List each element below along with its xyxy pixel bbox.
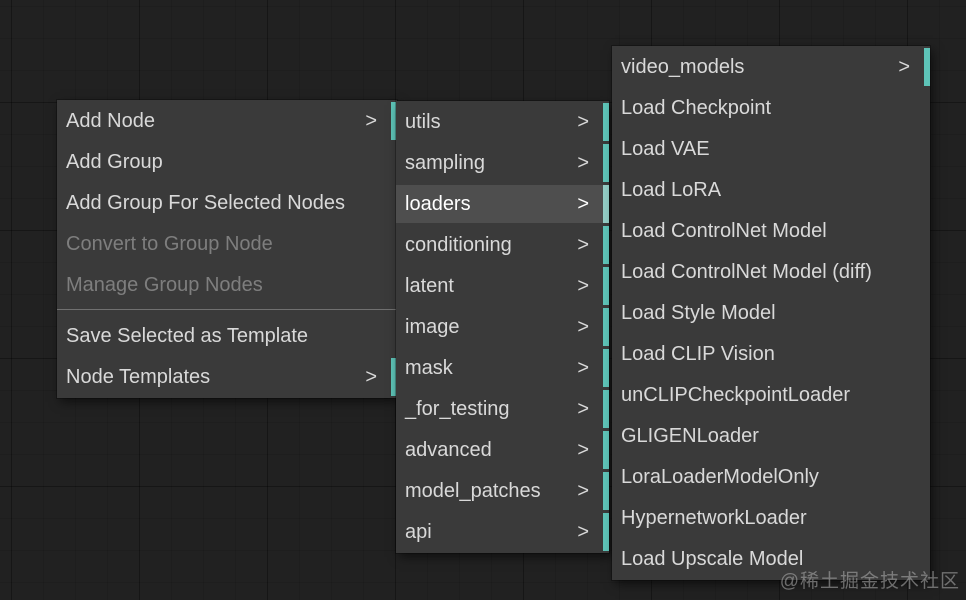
submenu-indicator-bar [603, 472, 609, 510]
menu-item-label: Manage Group Nodes [66, 273, 263, 296]
menu-item-label: Load ControlNet Model (diff) [621, 260, 872, 283]
menu-item-mask[interactable]: mask > [396, 349, 609, 387]
context-menu-loaders: video_models > Load Checkpoint Load VAE … [612, 46, 930, 580]
submenu-arrow-icon: > [577, 110, 589, 133]
menu-item-label: Load LoRA [621, 178, 722, 201]
menu-item-label: utils [405, 110, 441, 133]
menu-item-label: Add Node [66, 109, 155, 132]
menu-item-label: model_patches [405, 479, 541, 502]
submenu-arrow-icon: > [577, 274, 589, 297]
menu-item-label: Load Upscale Model [621, 547, 804, 570]
menu-item-for-testing[interactable]: _for_testing > [396, 390, 609, 428]
submenu-indicator-bar [603, 185, 609, 223]
menu-item-load-lora[interactable]: Load LoRA [612, 171, 930, 209]
menu-item-load-style-model[interactable]: Load Style Model [612, 294, 930, 332]
submenu-arrow-icon: > [577, 356, 589, 379]
menu-item-label: image [405, 315, 460, 338]
menu-item-load-vae[interactable]: Load VAE [612, 130, 930, 168]
menu-item-latent[interactable]: latent > [396, 267, 609, 305]
menu-item-label: Load VAE [621, 137, 710, 160]
menu-item-node-templates[interactable]: Node Templates > [57, 358, 397, 396]
menu-item-load-clip-vision[interactable]: Load CLIP Vision [612, 335, 930, 373]
submenu-arrow-icon: > [577, 520, 589, 543]
menu-item-label: GLIGENLoader [621, 424, 759, 447]
menu-item-label: latent [405, 274, 454, 297]
menu-item-model-patches[interactable]: model_patches > [396, 472, 609, 510]
submenu-arrow-icon: > [577, 397, 589, 420]
menu-item-save-selected-as-template[interactable]: Save Selected as Template [57, 317, 397, 355]
menu-item-label: mask [405, 356, 453, 379]
menu-item-conditioning[interactable]: conditioning > [396, 226, 609, 264]
submenu-indicator-bar [391, 102, 397, 140]
menu-item-load-controlnet-model-diff[interactable]: Load ControlNet Model (diff) [612, 253, 930, 291]
submenu-indicator-bar [603, 390, 609, 428]
menu-item-label: advanced [405, 438, 492, 461]
menu-item-load-checkpoint[interactable]: Load Checkpoint [612, 89, 930, 127]
menu-item-label: sampling [405, 151, 486, 174]
menu-item-label: conditioning [405, 233, 512, 256]
menu-item-add-node[interactable]: Add Node > [57, 102, 397, 140]
menu-item-add-group[interactable]: Add Group [57, 143, 397, 181]
submenu-arrow-icon: > [577, 438, 589, 461]
menu-item-label: LoraLoaderModelOnly [621, 465, 819, 488]
menu-item-image[interactable]: image > [396, 308, 609, 346]
menu-item-convert-to-group-node: Convert to Group Node [57, 225, 397, 263]
menu-item-loaders[interactable]: loaders > [396, 185, 609, 223]
context-menu-root: Add Node > Add Group Add Group For Selec… [57, 100, 397, 398]
menu-item-api[interactable]: api > [396, 513, 609, 551]
submenu-indicator-bar [603, 431, 609, 469]
submenu-arrow-icon: > [577, 315, 589, 338]
submenu-indicator-bar [603, 226, 609, 264]
menu-item-label: Save Selected as Template [66, 324, 309, 347]
menu-item-label: Load ControlNet Model [621, 219, 827, 242]
submenu-indicator-bar [924, 48, 930, 86]
menu-item-label: Add Group For Selected Nodes [66, 191, 346, 214]
menu-item-label: Add Group [66, 150, 163, 173]
menu-item-manage-group-nodes: Manage Group Nodes [57, 266, 397, 304]
submenu-indicator-bar [603, 349, 609, 387]
submenu-arrow-icon: > [577, 151, 589, 174]
submenu-indicator-bar [603, 513, 609, 551]
menu-item-label: Node Templates [66, 365, 211, 388]
menu-item-label: loaders [405, 192, 471, 215]
menu-separator [57, 309, 397, 310]
menu-item-label: Load Style Model [621, 301, 776, 324]
submenu-indicator-bar [603, 103, 609, 141]
menu-item-label: HypernetworkLoader [621, 506, 807, 529]
menu-item-advanced[interactable]: advanced > [396, 431, 609, 469]
menu-item-add-group-for-selected-nodes[interactable]: Add Group For Selected Nodes [57, 184, 397, 222]
submenu-arrow-icon: > [365, 109, 377, 132]
submenu-indicator-bar [603, 308, 609, 346]
menu-item-label: Load CLIP Vision [621, 342, 775, 365]
menu-item-load-controlnet-model[interactable]: Load ControlNet Model [612, 212, 930, 250]
menu-item-sampling[interactable]: sampling > [396, 144, 609, 182]
submenu-arrow-icon: > [577, 192, 589, 215]
submenu-arrow-icon: > [577, 233, 589, 256]
menu-item-unclip-checkpoint-loader[interactable]: unCLIPCheckpointLoader [612, 376, 930, 414]
submenu-indicator-bar [391, 358, 397, 396]
menu-item-hypernetwork-loader[interactable]: HypernetworkLoader [612, 499, 930, 537]
submenu-arrow-icon: > [577, 479, 589, 502]
menu-item-label: api [405, 520, 432, 543]
menu-item-gligen-loader[interactable]: GLIGENLoader [612, 417, 930, 455]
menu-item-label: _for_testing [405, 397, 510, 420]
menu-item-label: Load Checkpoint [621, 96, 772, 119]
submenu-indicator-bar [603, 267, 609, 305]
submenu-arrow-icon: > [365, 365, 377, 388]
menu-item-utils[interactable]: utils > [396, 103, 609, 141]
submenu-indicator-bar [603, 144, 609, 182]
menu-item-label: video_models [621, 55, 745, 78]
menu-item-video-models[interactable]: video_models > [612, 48, 930, 86]
menu-item-lora-loader-model-only[interactable]: LoraLoaderModelOnly [612, 458, 930, 496]
site-watermark: @稀土掘金技术社区 [779, 571, 960, 592]
menu-item-label: unCLIPCheckpointLoader [621, 383, 851, 406]
context-menu-node-categories: utils > sampling > loaders > conditionin… [396, 101, 609, 553]
submenu-arrow-icon: > [898, 55, 910, 78]
menu-item-label: Convert to Group Node [66, 232, 273, 255]
